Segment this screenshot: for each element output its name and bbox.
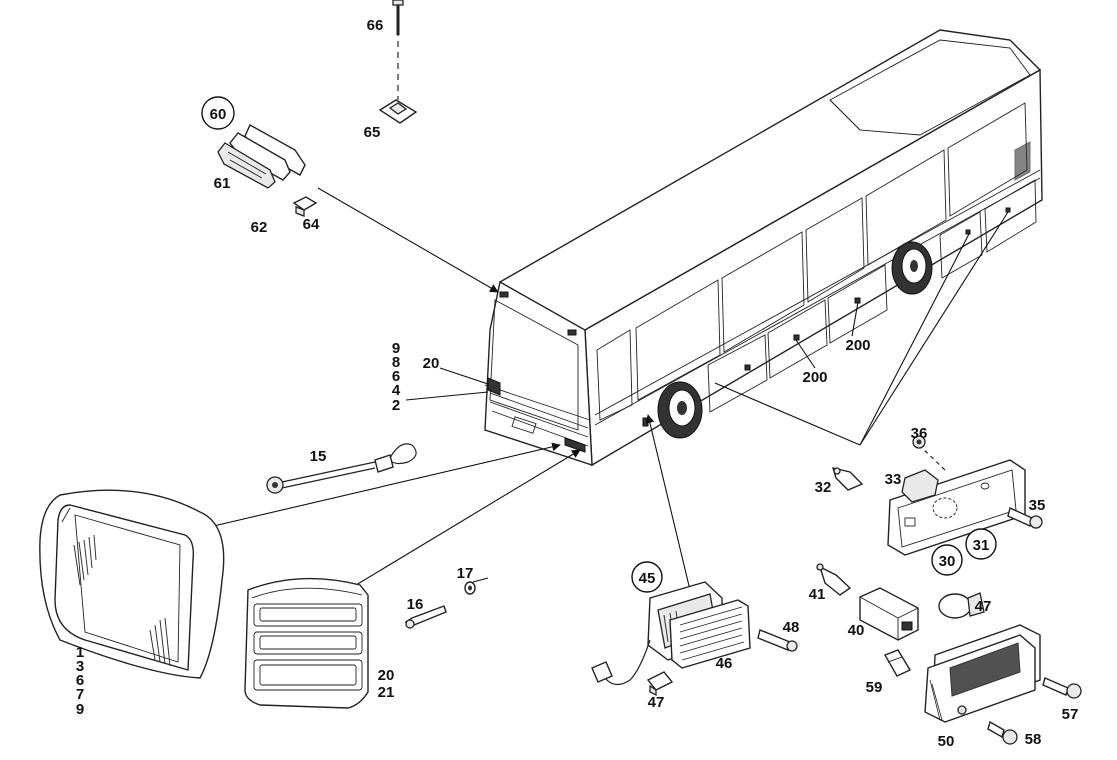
part-group-60-marker-lamp	[217, 124, 306, 189]
callout-20-front: 20	[423, 355, 440, 372]
callout-200-mid: 200	[802, 369, 827, 386]
callout-6-headlamp: 6	[76, 672, 84, 689]
part-64-connector	[292, 196, 318, 217]
callout-31: 31	[973, 537, 990, 554]
callout-30-circle: 30	[931, 544, 963, 576]
callout-58: 58	[1025, 731, 1042, 748]
part-group-45-side-lamp	[591, 581, 751, 686]
callout-36: 36	[911, 425, 928, 442]
callout-64: 64	[303, 216, 320, 233]
callout-57: 57	[1062, 706, 1079, 723]
callout-21: 21	[378, 684, 395, 701]
callout-41: 41	[809, 586, 826, 603]
part-66-screw	[392, 0, 404, 35]
callout-4: 4	[392, 382, 401, 399]
callout-1: 1	[76, 644, 84, 661]
part-40-socket-block	[859, 587, 919, 641]
callout-60: 60	[210, 106, 227, 123]
part-35-screw	[1007, 507, 1043, 529]
callout-15: 15	[310, 448, 327, 465]
headlamp-assembly	[39, 489, 225, 679]
part-33-bulb-holder	[901, 469, 939, 503]
part-47-connector-a	[646, 671, 674, 697]
bus-body	[484, 29, 1043, 467]
callout-9-headlamp: 9	[76, 701, 84, 718]
callout-2: 2	[392, 397, 400, 414]
callout-200-rear: 200	[845, 337, 870, 354]
callout-40: 40	[848, 622, 865, 639]
callout-7: 7	[76, 686, 84, 703]
callout-62: 62	[251, 219, 268, 236]
callout-30: 30	[939, 553, 956, 570]
part-57-screw	[1042, 677, 1082, 699]
part-36-nut	[912, 435, 926, 449]
callout-60-circle: 60	[201, 96, 235, 130]
part-32-connector	[831, 467, 864, 491]
callout-3: 3	[76, 658, 84, 675]
part-group-50-lamp	[924, 624, 1041, 723]
part-48-screw	[757, 629, 798, 652]
callout-35: 35	[1029, 497, 1046, 514]
indicator-lamp-assembly	[244, 577, 369, 709]
callout-48: 48	[783, 619, 800, 636]
callout-9: 9	[392, 340, 400, 357]
callout-20-lamp: 20	[378, 667, 395, 684]
part-65-clip-nut	[378, 99, 418, 124]
callout-33: 33	[885, 471, 902, 488]
part-17-washer	[464, 581, 476, 595]
part-58-screw	[987, 720, 1018, 745]
callout-59: 59	[866, 679, 883, 696]
callout-8: 8	[392, 354, 400, 371]
callout-50: 50	[938, 733, 955, 750]
callout-45: 45	[639, 570, 656, 587]
callout-47-connector: 47	[648, 694, 665, 711]
callout-6: 6	[392, 368, 400, 385]
rear-wheel	[891, 241, 933, 295]
callout-66: 66	[367, 17, 384, 34]
part-59-clip	[883, 649, 912, 677]
callout-32: 32	[815, 479, 832, 496]
part-47-bulb	[938, 592, 985, 619]
part-16-screw	[404, 605, 447, 629]
callout-47-bulb: 47	[975, 598, 992, 615]
callout-labels: 66 65 61 62 64 9 8 6 4 2 20 200 200 15 3…	[76, 17, 1079, 750]
callout-61: 61	[214, 175, 231, 192]
callout-45-circle: 45	[631, 561, 663, 593]
part-15-cable	[266, 443, 417, 494]
part-41-connector	[816, 563, 852, 596]
part-group-30-31-rear-lamp	[887, 459, 1026, 556]
callout-16: 16	[407, 596, 424, 613]
callout-31-circle: 31	[965, 528, 997, 560]
callout-17: 17	[457, 565, 474, 582]
leader-lines	[187, 30, 1009, 591]
front-wheel	[657, 381, 703, 439]
callout-46: 46	[716, 655, 733, 672]
callout-65: 65	[364, 124, 381, 141]
